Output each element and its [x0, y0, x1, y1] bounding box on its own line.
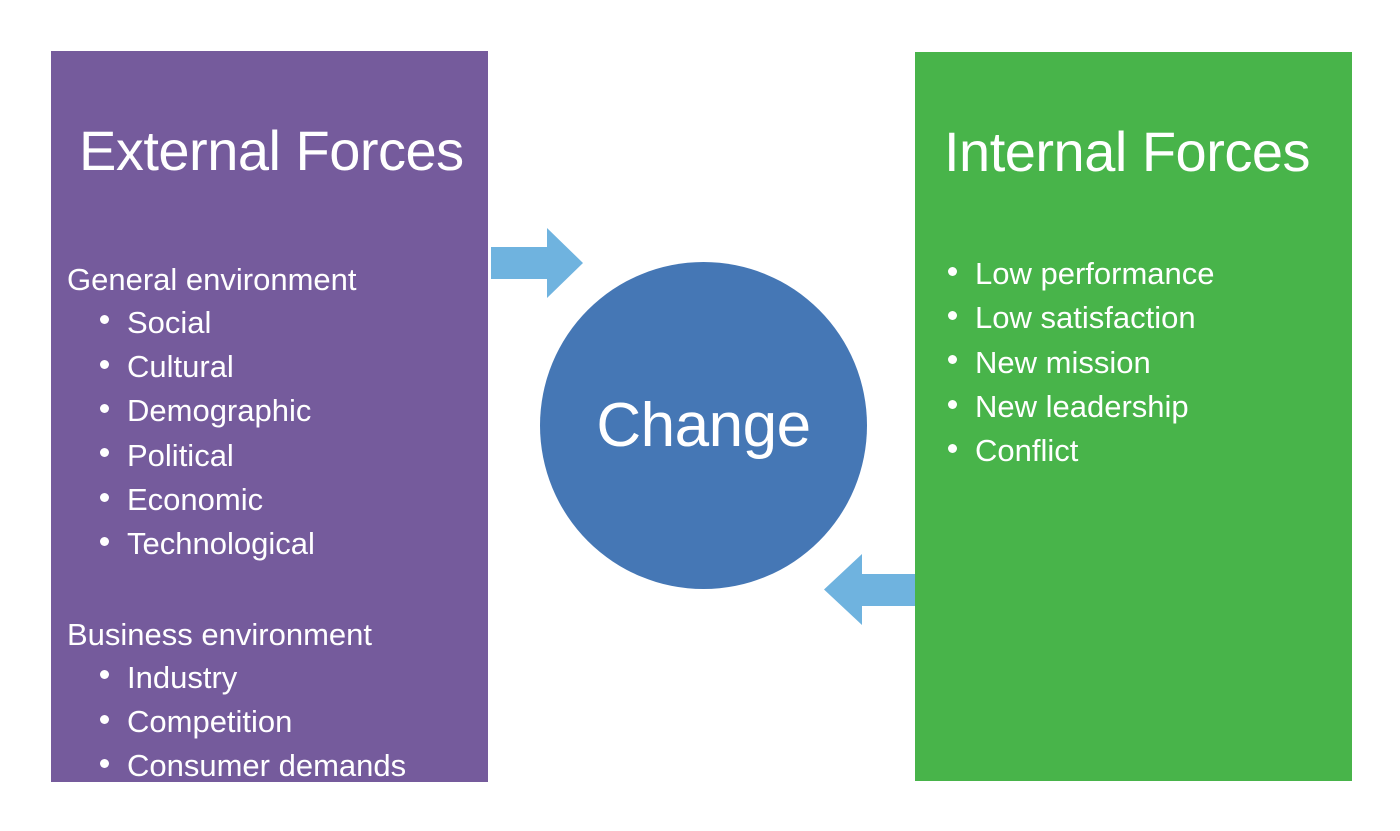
- list-item-label: Social: [127, 304, 212, 340]
- external-forces-title: External Forces: [79, 119, 464, 182]
- bullet-dot-icon: [948, 355, 957, 365]
- bullet-dot-icon: [100, 492, 109, 502]
- change-circle: Change: [540, 262, 867, 589]
- list-item: Low satisfaction: [945, 296, 1355, 340]
- bullet-dot-icon: [100, 537, 109, 547]
- bullet-dot-icon: [100, 359, 109, 369]
- list-item: New mission: [945, 341, 1355, 385]
- list-item: New leadership: [945, 385, 1355, 429]
- bullet-list: Social Cultural Demographic Political Ec…: [67, 301, 477, 567]
- bullet-dot-icon: [100, 670, 109, 680]
- list-item: Competition: [97, 700, 477, 744]
- bullet-dot-icon: [100, 714, 109, 724]
- bullet-dot-icon: [100, 448, 109, 458]
- change-label: Change: [596, 390, 811, 460]
- list-item: Economic: [97, 478, 477, 522]
- list-item-label: Conflict: [975, 433, 1079, 469]
- bullet-dot-icon: [100, 759, 109, 769]
- bullet-dot-icon: [948, 443, 957, 453]
- list-item: Industry: [97, 656, 477, 700]
- external-group-business-environment: Business environment Industry Competitio…: [67, 616, 477, 789]
- bullet-list: Industry Competition Consumer demands: [67, 656, 477, 789]
- external-forces-panel: External Forces General environment Soci…: [51, 51, 488, 783]
- group-heading: General environment: [67, 262, 357, 297]
- internal-forces-panel: Internal Forces Low performance Low sati…: [915, 52, 1352, 781]
- list-item: Political: [97, 434, 477, 478]
- bullet-dot-icon: [948, 266, 957, 276]
- list-item: Demographic: [97, 389, 477, 433]
- internal-group-forces: Low performance Low satisfaction New mis…: [945, 252, 1355, 474]
- external-group-general-environment: General environment Social Cultural Demo…: [67, 261, 477, 567]
- list-item-label: New mission: [975, 344, 1151, 380]
- list-item-label: Economic: [127, 482, 264, 518]
- list-item-label: Demographic: [127, 393, 312, 429]
- list-item-label: Competition: [127, 704, 293, 740]
- arrow-internal-to-change-icon: [824, 554, 919, 625]
- group-heading: Business environment: [67, 617, 372, 652]
- list-item-label: New leadership: [975, 388, 1189, 424]
- list-item-label: Low satisfaction: [975, 300, 1196, 336]
- list-item: Consumer demands: [97, 744, 477, 788]
- bullet-list: Low performance Low satisfaction New mis…: [945, 252, 1355, 474]
- list-item: Conflict: [945, 429, 1355, 473]
- list-item: Cultural: [97, 345, 477, 389]
- list-item-label: Industry: [127, 659, 238, 695]
- list-item: Social: [97, 301, 477, 345]
- bullet-dot-icon: [948, 399, 957, 409]
- bullet-dot-icon: [100, 404, 109, 414]
- list-item-label: Consumer demands: [127, 748, 407, 784]
- bullet-dot-icon: [100, 315, 109, 325]
- list-item-label: Political: [127, 437, 234, 473]
- internal-forces-title: Internal Forces: [944, 120, 1311, 183]
- list-item-label: Cultural: [127, 349, 234, 385]
- list-item: Technological: [97, 522, 477, 566]
- arrow-external-to-change-icon: [491, 228, 583, 298]
- list-item-label: Low performance: [975, 256, 1215, 291]
- bullet-dot-icon: [948, 310, 957, 320]
- list-item-label: Technological: [127, 526, 315, 562]
- list-item: Low performance: [945, 252, 1355, 296]
